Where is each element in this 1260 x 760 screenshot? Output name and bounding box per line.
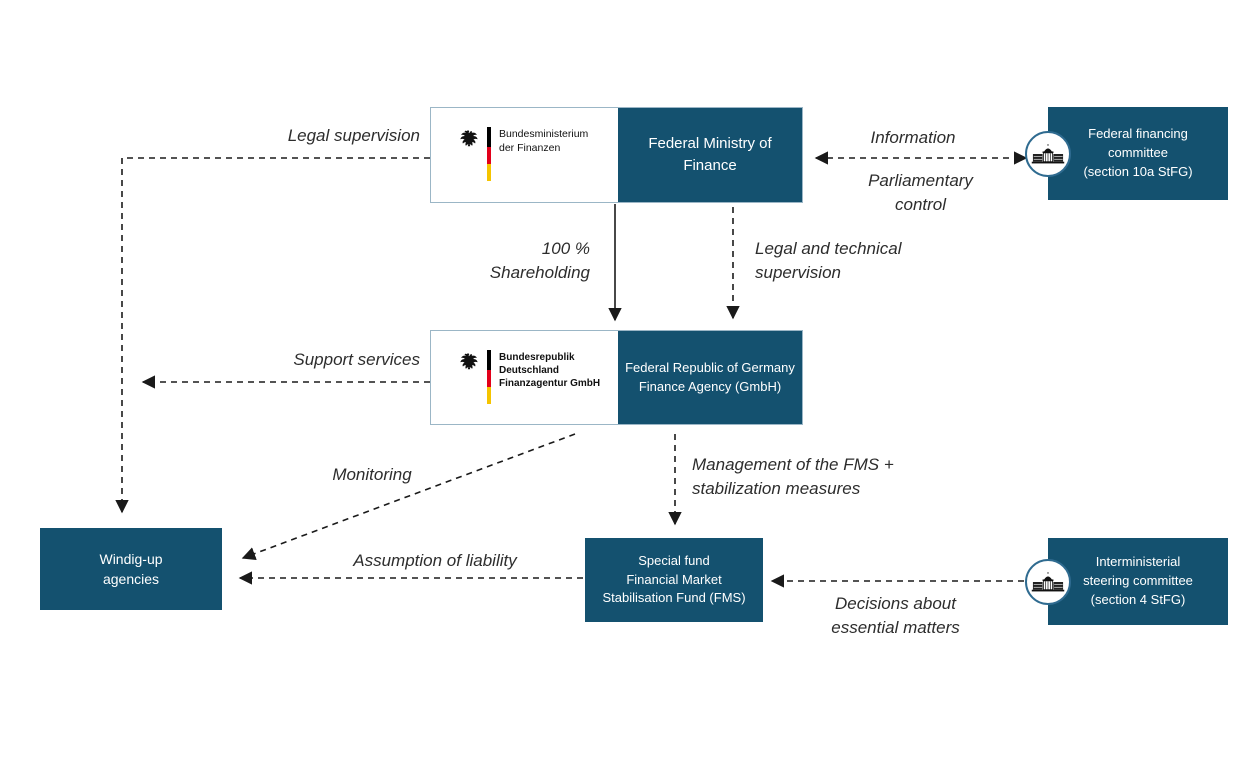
- edge-label-assumption-of-liability: Assumption of liability: [353, 551, 517, 570]
- node-federal-ministry-of-finance: Bundesministerium der Finanzen Federal M…: [430, 107, 803, 203]
- reichstag-badge: [1025, 558, 1071, 605]
- node-winding-up-agencies: Windig-up agencies: [40, 528, 222, 610]
- edge-legal-supervision: [115, 157, 430, 514]
- federal-eagle-icon: [460, 130, 478, 147]
- edge-label-information: Information: [870, 128, 956, 147]
- federal-eagle-icon: [460, 353, 478, 370]
- reichstag-badge: [1025, 130, 1071, 177]
- winding-up-agencies-name: Windig-up agencies: [99, 550, 163, 587]
- finance-agency-name: Federal Republic of Germany Finance Agen…: [618, 331, 802, 424]
- ministry-name: Federal Ministry of Finance: [618, 108, 802, 202]
- bmf-logo-text: Bundesministerium der Finanzen: [499, 128, 589, 154]
- german-flag-stripe-icon: [487, 350, 491, 404]
- reichstag-icon: [1031, 143, 1065, 163]
- edge-label-decisions: Decisions about essential matters: [831, 594, 960, 638]
- edge-label-support-services: Support services: [293, 350, 420, 369]
- edge-label-parliamentary-control: Parliamentary control: [868, 171, 973, 215]
- finanzagentur-logo-text: Bundesrepublik Deutschland Finanzagentur…: [499, 352, 601, 389]
- finanzagentur-logo: Bundesrepublik Deutschland Finanzagentur…: [431, 331, 618, 424]
- reichstag-icon: [1031, 571, 1065, 591]
- edge-label-monitoring: Monitoring: [332, 465, 412, 484]
- node-steering-committee: Interministerial steering committee (sec…: [1025, 538, 1228, 625]
- edge-label-legal-technical-supervision: Legal and technical supervision: [755, 239, 902, 283]
- german-flag-stripe-icon: [487, 127, 491, 181]
- node-finance-agency: Bundesrepublik Deutschland Finanzagentur…: [430, 330, 803, 425]
- financing-committee-name: Federal financing committee (section 10a…: [1083, 126, 1193, 179]
- edge-label-shareholding: 100 % Shareholding: [489, 239, 590, 283]
- node-fms-fund: Special fund Financial Market Stabilisat…: [585, 538, 763, 622]
- node-federal-financing-committee: Federal financing committee (section 10a…: [1025, 107, 1228, 200]
- edge-monitoring: [241, 433, 576, 561]
- edge-label-management: Management of the FMS + stabilization me…: [692, 455, 894, 499]
- edge-label-legal-supervision: Legal supervision: [287, 126, 420, 145]
- bmf-logo: Bundesministerium der Finanzen: [431, 108, 618, 202]
- fms-fund-name: Special fund Financial Market Stabilisat…: [602, 552, 746, 606]
- steering-committee-name: Interministerial steering committee (sec…: [1083, 554, 1193, 607]
